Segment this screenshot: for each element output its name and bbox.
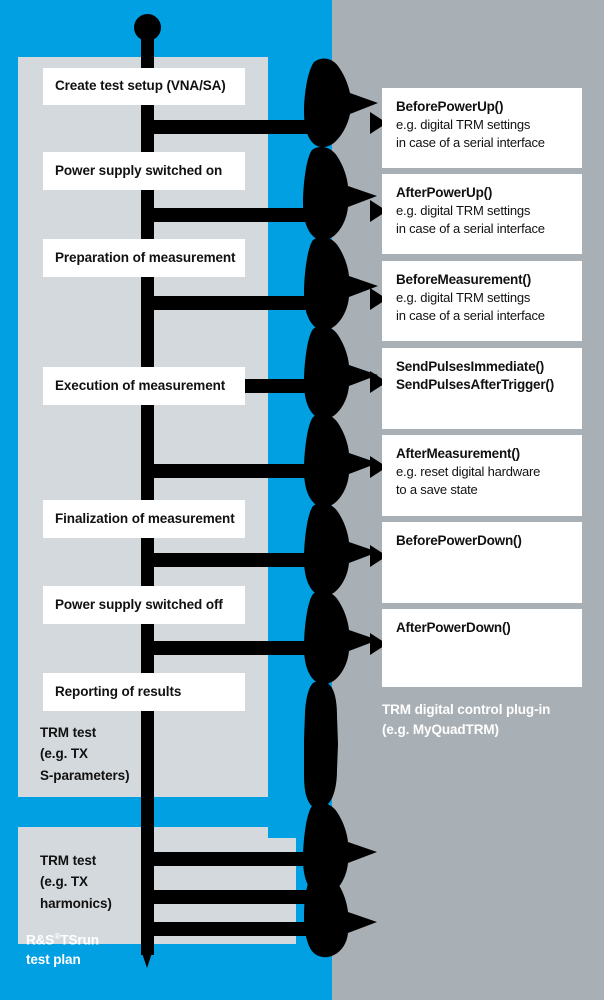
plugin-caption-line2: (e.g. MyQuadTRM): [382, 721, 499, 737]
step-box-finalization-of-measurement[interactable]: Finalization of measurement: [43, 500, 245, 538]
callback-title: BeforePowerUp(): [396, 99, 504, 114]
flow-branch: [141, 208, 317, 222]
callback-line: e.g. reset digital hardware: [396, 464, 541, 480]
flow-branch: [141, 464, 317, 478]
callback-box-send-pulses[interactable]: SendPulsesImmediate() SendPulsesAfterTri…: [382, 348, 582, 429]
callback-title: SendPulsesImmediate(): [396, 359, 545, 374]
step-box-power-supply-on[interactable]: Power supply switched on: [43, 152, 245, 190]
callback-box-before-measurement[interactable]: BeforeMeasurement() e.g. digital TRM set…: [382, 261, 582, 341]
callback-line: e.g. digital TRM settings: [396, 290, 531, 306]
step-label: Finalization of measurement: [55, 510, 235, 526]
flow-branch: [141, 296, 317, 310]
callback-box-before-power-down[interactable]: BeforePowerDown(): [382, 522, 582, 603]
step-box-power-supply-off[interactable]: Power supply switched off: [43, 586, 245, 624]
callback-title: BeforeMeasurement(): [396, 272, 531, 287]
brand-prefix: R&S: [26, 932, 55, 948]
stub-bar: [150, 838, 296, 852]
brand-product: TSrun: [60, 932, 99, 948]
callback-line: in case of a serial interface: [396, 135, 545, 151]
step-box-preparation-of-measurement[interactable]: Preparation of measurement: [43, 239, 245, 277]
group-label-line: TRM test (e.g. TX harmonics): [40, 853, 112, 911]
callback-box-before-power-up[interactable]: BeforePowerUp() e.g. digital TRM setting…: [382, 88, 582, 168]
callback-line: to a save state: [396, 482, 478, 498]
callback-title: AfterPowerDown(): [396, 620, 511, 635]
group-label-trm-test-harmonics: TRM test (e.g. TX harmonics): [40, 850, 112, 914]
stub-bar: [150, 866, 296, 890]
step-label: Reporting of results: [55, 683, 182, 699]
group-label-line: TRM test (e.g. TX S-parameters): [40, 725, 130, 783]
step-box-execution-of-measurement[interactable]: Execution of measurement: [43, 367, 245, 405]
flow-branch: [141, 120, 317, 134]
callback-title: BeforePowerDown(): [396, 533, 522, 548]
callback-box-after-power-down[interactable]: AfterPowerDown(): [382, 609, 582, 687]
flow-branch: [141, 641, 317, 655]
step-label: Preparation of measurement: [55, 249, 236, 265]
step-label: Create test setup (VNA/SA): [55, 78, 226, 94]
callback-line: in case of a serial interface: [396, 308, 545, 324]
group-label-trm-test-s-parameters: TRM test (e.g. TX S-parameters): [40, 722, 130, 786]
step-label: Execution of measurement: [55, 377, 226, 393]
step-box-reporting-of-results[interactable]: Reporting of results: [43, 673, 245, 711]
flow-branch: [141, 852, 317, 866]
step-box-create-test-setup[interactable]: Create test setup (VNA/SA): [43, 68, 245, 105]
testplan-caption-line2: test plan: [26, 952, 81, 968]
step-label: Power supply switched on: [55, 162, 223, 178]
callback-title: AfterMeasurement(): [396, 446, 520, 461]
callback-title-alt: SendPulsesAfterTrigger(): [396, 377, 554, 393]
plugin-caption: TRM digital control plug-in (e.g. MyQuad…: [382, 700, 550, 739]
flow-end-arrow-icon: [141, 950, 153, 968]
callback-line: in case of a serial interface: [396, 221, 545, 237]
flow-branch: [141, 890, 317, 904]
callback-box-after-measurement[interactable]: AfterMeasurement() e.g. reset digital ha…: [382, 435, 582, 516]
flow-branch: [141, 922, 317, 936]
callback-box-after-power-up[interactable]: AfterPowerUp() e.g. digital TRM settings…: [382, 174, 582, 254]
flow-ink-column: [303, 58, 378, 958]
testplan-caption: R&S®TSrun test plan: [26, 930, 99, 970]
plugin-caption-line1: TRM digital control plug-in: [382, 702, 551, 717]
callback-line: e.g. digital TRM settings: [396, 117, 531, 133]
testplan-caption-line1: R&S®TSrun: [26, 930, 99, 950]
registered-trademark-icon: ®: [54, 931, 61, 941]
callback-title: AfterPowerUp(): [396, 185, 493, 200]
callback-line: e.g. digital TRM settings: [396, 203, 531, 219]
flow-branch: [141, 553, 317, 567]
step-label: Power supply switched off: [55, 596, 223, 612]
flow-start-dot-icon: [134, 14, 161, 41]
